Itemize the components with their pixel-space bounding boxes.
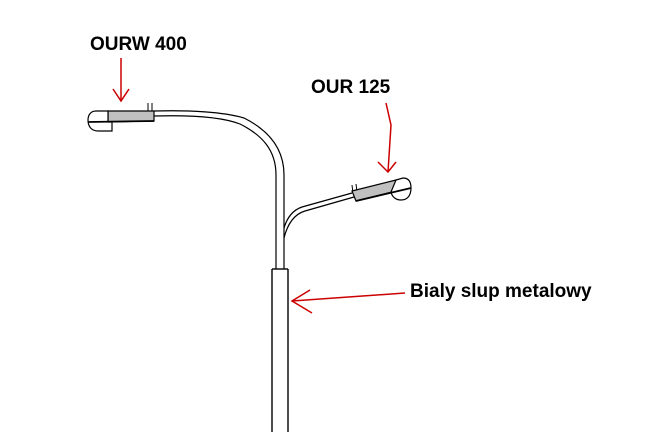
pole bbox=[271, 268, 289, 432]
arrow-lamp-ourw-400 bbox=[112, 58, 130, 103]
main-arm bbox=[153, 110, 285, 269]
secondary-arm bbox=[283, 192, 355, 239]
arrow-lamp-our-125 bbox=[377, 102, 397, 174]
lamp-ourw-400 bbox=[87, 103, 155, 132]
arrow-pole bbox=[290, 289, 406, 314]
label-pole: Bialy slup metalowy bbox=[410, 281, 592, 302]
label-lamp-our-125: OUR 125 bbox=[311, 77, 391, 98]
lamp-our-125 bbox=[351, 177, 412, 202]
label-lamp-ourw-400: OURW 400 bbox=[90, 34, 187, 55]
